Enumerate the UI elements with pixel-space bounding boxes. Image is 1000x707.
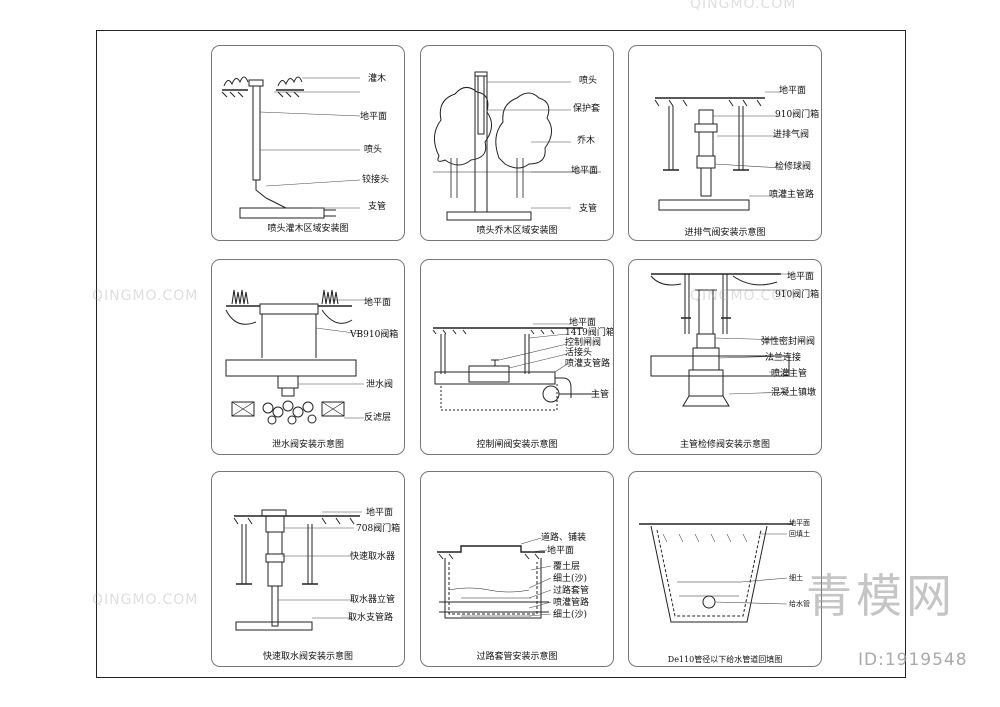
road-sleeve-drawing: [437, 537, 552, 619]
label-concrete-thrust-block: 混凝土镇墩: [771, 388, 817, 398]
label-air-valve: 进排气阀: [773, 130, 810, 140]
label-irrigation-pipe: 喷灌管路: [553, 598, 590, 608]
panel-quick-coupler: 地平面 708阀门箱 快速取水器 取水器立管 取水支管路 快速取水阀安装示意图: [211, 471, 405, 667]
label-ground: 地平面: [360, 112, 388, 122]
watermark-text: QINGMO.COM: [690, 0, 797, 12]
panel-drain-valve: 地平面 VB910阀箱 泄水阀 反滤层 泄水阀安装示意图: [211, 259, 405, 455]
main-service-valve-drawing: [650, 273, 791, 407]
caption-panel-6: 主管检修阀安装示意图: [679, 440, 770, 450]
label-resilient-gate-valve: 弹性密封闸阀: [761, 337, 816, 347]
label-valve-box: VB910阀箱: [350, 330, 399, 340]
label-ground: 地平面: [787, 272, 815, 282]
drawing-frame: [96, 30, 906, 678]
label-backfill-soil: 回填土: [789, 530, 810, 538]
label-branch-pipe: 支管: [368, 202, 387, 212]
label-fine-soil: 细土: [789, 574, 803, 582]
panel-tree-sprinkler: 喷头 保护套 乔木 地平面 支管 喷头乔木区域安装图: [420, 45, 614, 241]
label-main-pipe: 喷灌主管: [771, 369, 808, 379]
panel-main-service-valve: 地平面 910阀门箱 弹性密封闸阀 法兰连接 喷灌主管 混凝土镇墩 主管检修阀安…: [628, 259, 822, 455]
label-riser: 取水器立管: [350, 595, 396, 605]
drain-valve-drawing: [225, 289, 368, 425]
label-fine-sand-bottom: 细土(沙): [553, 610, 588, 620]
label-fine-sand-top: 细土(沙): [553, 574, 588, 584]
panel-air-valve: 地平面 910阀门箱 进排气阀 检修球阀 喷灌主管路 进排气阀安装示意图: [628, 45, 822, 241]
tree-sprinkler-drawing: [433, 71, 601, 221]
label-cover-soil: 覆土层: [553, 562, 581, 572]
label-main-pipe: 喷灌主管路: [769, 190, 815, 200]
label-shrub: 灌木: [368, 74, 387, 84]
caption-panel-3: 进排气阀安装示意图: [684, 228, 766, 238]
caption-panel-1: 喷头灌木区域安装图: [267, 224, 349, 234]
watermark-text: QINGMO.COM: [92, 592, 199, 608]
label-flange-connection: 法兰连接: [765, 353, 802, 363]
label-ground: 地平面: [569, 318, 597, 328]
label-quick-coupler: 快速取水器: [350, 552, 396, 562]
caption-panel-4: 泄水阀安装示意图: [271, 440, 344, 450]
caption-panel-8: 过路套管安装示意图: [476, 652, 558, 662]
watermark-text: QINGMO.COM: [92, 288, 199, 304]
caption-panel-9: De110管径以下给水管道回填图: [667, 655, 783, 664]
backfill-drawing: [639, 523, 793, 623]
label-union: 活接头: [565, 348, 593, 358]
watermark-logo-text: 青模网: [806, 569, 956, 623]
label-tree: 乔木: [577, 136, 596, 146]
label-protective-sleeve: 保护套: [573, 104, 601, 114]
label-ground: 地平面: [364, 298, 392, 308]
panel-gate-valve: 地平面 1419阀门箱 控制闸阀 活接头 喷灌支管路 主管 控制闸阀安装示意图: [420, 259, 614, 455]
label-main-pipe: 主管: [591, 390, 610, 400]
air-valve-drawing: [654, 91, 782, 211]
label-ground: 地平面: [779, 86, 807, 96]
watermark-id: ID:1919548: [858, 650, 968, 670]
label-sprinkler: 喷头: [364, 145, 383, 155]
label-valve-box: 708阀门箱: [356, 524, 401, 534]
label-coupler-branch-pipe: 取水支管路: [348, 613, 394, 623]
panel-backfill: 地平面 回填土 细土 给水管 De110管径以下给水管道回填图: [628, 471, 822, 667]
label-road-sleeve: 过路套管: [553, 586, 590, 596]
label-service-ball-valve: 检修球阀: [775, 162, 812, 172]
label-swivel-joint: 铰接头: [362, 175, 390, 185]
caption-panel-5: 控制闸阀安装示意图: [476, 440, 558, 450]
label-ground: 地平面: [547, 546, 575, 556]
panel-shrub-sprinkler: 灌木 地平面 喷头 铰接头 支管 喷头灌木区域安装图: [211, 45, 405, 241]
label-road-paving: 道路、铺装: [541, 533, 587, 543]
watermark-text: QINGMO.COM: [690, 288, 797, 304]
gate-valve-drawing: [432, 323, 599, 411]
label-valve-box: 910阀门箱: [775, 110, 820, 120]
quick-coupler-drawing: [233, 509, 362, 631]
label-drain-valve: 泄水阀: [366, 380, 394, 390]
label-branch-pipe: 喷灌支管路: [565, 359, 611, 369]
label-ground: 地平面: [366, 508, 394, 518]
label-branch-pipe: 支管: [579, 204, 598, 214]
label-sprinkler: 喷头: [579, 76, 598, 86]
label-ground: 地平面: [571, 166, 599, 176]
label-ground: 地平面: [789, 519, 810, 527]
caption-panel-2: 喷头乔木区域安装图: [476, 226, 558, 236]
label-control-gate-valve: 控制闸阀: [565, 338, 602, 348]
label-valve-box: 910阀门箱: [775, 290, 820, 300]
label-water-pipe: 给水管: [789, 600, 810, 608]
shrub-sprinkler-drawing: [221, 76, 361, 219]
label-valve-box: 1419阀门箱: [565, 328, 614, 338]
label-filter-layer: 反滤层: [364, 413, 392, 423]
caption-panel-7: 快速取水阀安装示意图: [262, 652, 353, 662]
panel-road-sleeve: 道路、铺装 地平面 覆土层 细土(沙) 过路套管 喷灌管路 细土(沙) 过路套管…: [420, 471, 614, 667]
